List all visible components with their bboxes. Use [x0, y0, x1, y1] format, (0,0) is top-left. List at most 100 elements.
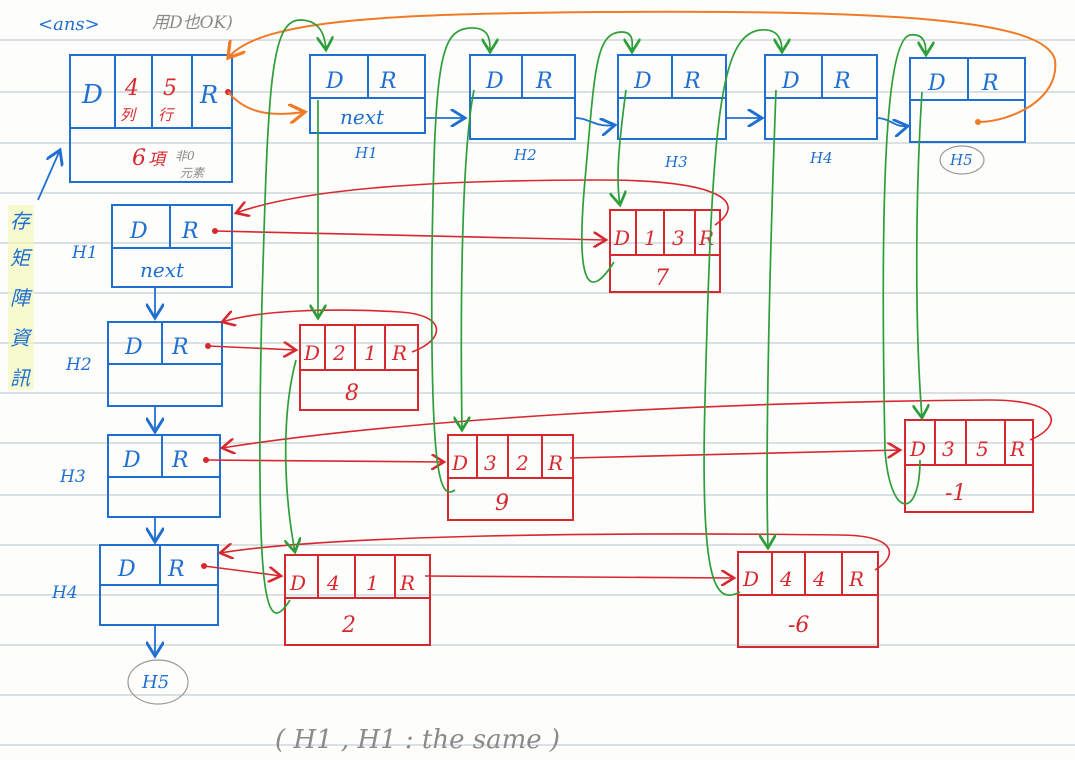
element-row: 1: [644, 226, 657, 250]
element-row: 4: [779, 567, 793, 591]
top-note: 用D也OK): [152, 13, 233, 33]
row-head-label: H1: [71, 243, 98, 263]
header-cols: 5: [163, 76, 177, 101]
top-left-label: <ans>: [38, 14, 100, 35]
element-value: -1: [945, 481, 966, 506]
col-head-d: D: [325, 69, 344, 94]
header-count-note-2: 元素: [180, 166, 206, 180]
header-count-note-1: 非0: [175, 149, 195, 163]
element-node-3-5: D 3 5 R -1: [904, 419, 1034, 513]
header-node: D 4 列 5 行 R 6 項 非0 元素: [69, 54, 233, 183]
column-links: [258, 19, 926, 614]
element-row: 3: [942, 437, 955, 461]
row-head-h1: D R next H1: [71, 204, 233, 288]
header-rows: 4: [124, 76, 139, 101]
element-value: 8: [345, 381, 359, 406]
col-head-label: H3: [664, 153, 688, 171]
element-col: 5: [976, 437, 989, 461]
row-head-d: D: [117, 557, 136, 582]
h5-pointer-dot: [975, 119, 981, 125]
element-node-4-4: D 4 4 R -6: [737, 551, 879, 648]
column-head-h3: D R H3: [617, 54, 727, 171]
header-cols-unit: 行: [158, 106, 175, 124]
element-r: R: [698, 226, 714, 250]
column-head-h4: D R H4: [764, 54, 878, 167]
col-head-d: D: [927, 71, 946, 96]
col-head-next: next: [340, 105, 385, 129]
col-head-label: H4: [809, 149, 833, 167]
left-vertical-note: 存 矩 陣 資 訊: [8, 150, 60, 390]
element-row: 4: [326, 571, 340, 595]
element-r: R: [1009, 437, 1025, 461]
header-rows-unit: 列: [120, 106, 137, 124]
head-next-links: [155, 118, 908, 656]
col-head-r: R: [833, 69, 851, 94]
header-count: 6: [132, 146, 146, 171]
column-head-h5: D R H5: [909, 57, 1026, 175]
element-col: 3: [672, 226, 685, 250]
vertical-char: 訊: [10, 366, 32, 390]
vertical-char: 陣: [10, 286, 33, 310]
row-heads: D R next H1 D R H2 D R H3 D R H4: [51, 204, 233, 705]
row-head-label: H2: [65, 355, 92, 375]
col-head-label: H1: [354, 144, 378, 162]
element-r: R: [848, 567, 864, 591]
col-head-d: D: [633, 69, 652, 94]
element-col: 4: [812, 567, 826, 591]
element-node-4-1: D 4 1 R 2: [284, 554, 431, 646]
col-head-r: R: [535, 69, 553, 94]
row-links: [201, 179, 1052, 578]
element-value: -6: [788, 613, 809, 638]
row-head-r: R: [181, 219, 199, 244]
column-head-h2: D R H2: [469, 54, 576, 164]
element-d: D: [613, 226, 630, 250]
vertical-char: 資: [10, 326, 33, 350]
bottom-note: ( H1 , H1 : the same ): [275, 725, 560, 755]
col-head-label: H5: [949, 151, 973, 169]
element-d: D: [742, 567, 759, 591]
element-value: 9: [495, 491, 509, 516]
col-head-d: D: [781, 69, 800, 94]
header-r: R: [199, 81, 218, 109]
element-value: 7: [655, 266, 669, 291]
row-head-h2: D R H2: [65, 321, 223, 407]
vertical-char: 存: [10, 209, 33, 233]
element-col: 1: [364, 341, 377, 365]
column-heads: D R next H1 D R H2 D R H3 D R H4: [309, 54, 1026, 175]
notebook-rules: [0, 39, 1075, 746]
header-count-unit: 項: [148, 150, 168, 170]
row-head-r: R: [167, 557, 185, 582]
header-links: [228, 10, 1057, 125]
header-d: D: [81, 80, 103, 110]
col-head-r: R: [379, 69, 397, 94]
element-nodes: D 1 3 R 7 D 2 1 R 8 D 3 2 R: [284, 209, 1034, 648]
col-head-r: R: [683, 69, 701, 94]
element-r: R: [391, 341, 407, 365]
row-head-h3: D R H3: [59, 434, 221, 518]
element-row: 2: [332, 341, 346, 365]
element-r: R: [547, 451, 563, 475]
element-d: D: [451, 451, 468, 475]
col-head-d: D: [485, 69, 504, 94]
row-head-d: D: [124, 335, 143, 360]
element-d: D: [303, 341, 320, 365]
element-row: 3: [484, 451, 497, 475]
element-node-2-1: D 2 1 R 8: [299, 324, 419, 411]
end-label: H5: [141, 672, 169, 693]
col-head-label: H2: [513, 146, 537, 164]
vertical-char: 矩: [10, 246, 33, 270]
row-head-h4: D R H4: [51, 544, 219, 626]
col-head-r: R: [981, 71, 999, 96]
row-head-label: H3: [59, 467, 86, 487]
element-r: R: [399, 571, 415, 595]
element-node-3-2: D 3 2 R 9: [447, 434, 574, 521]
element-d: D: [289, 571, 306, 595]
element-col: 1: [366, 571, 379, 595]
row-head-next: next: [140, 258, 185, 282]
row-head-r: R: [171, 335, 189, 360]
element-col: 2: [515, 451, 529, 475]
row-head-r: R: [171, 448, 189, 473]
element-node-1-3: D 1 3 R 7: [609, 209, 721, 293]
element-value: 2: [341, 613, 356, 638]
